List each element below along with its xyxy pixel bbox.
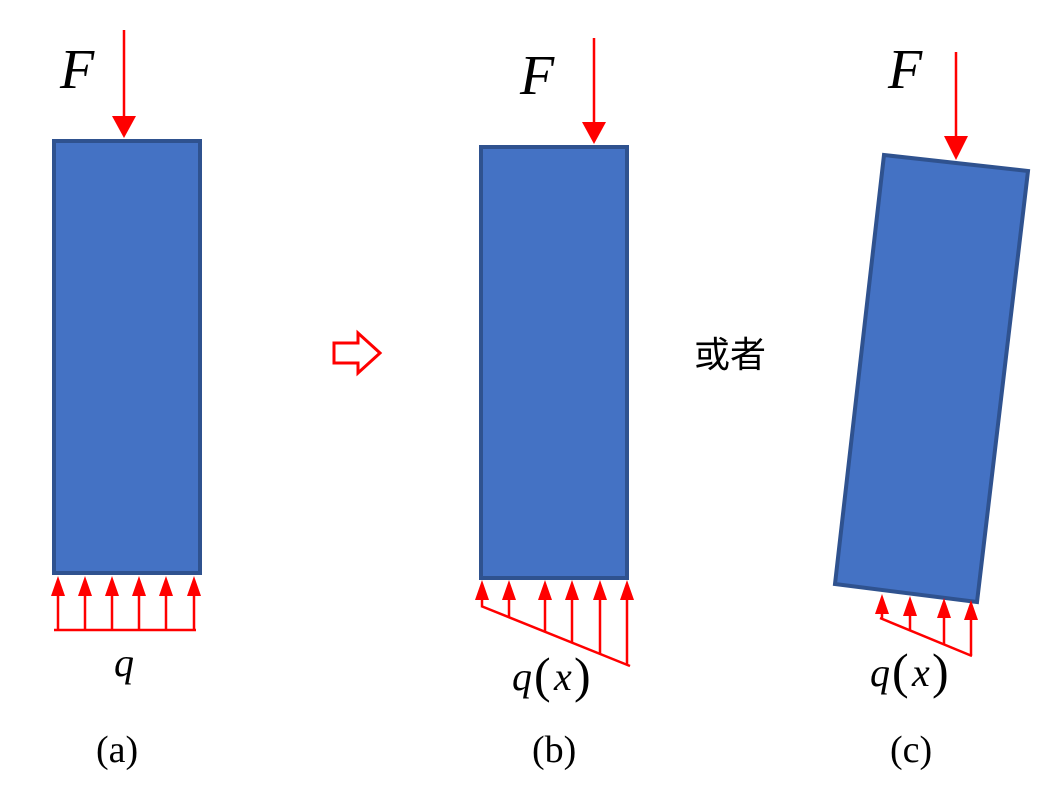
load-arrow-b2 [502,580,516,617]
load-label-a: q [114,640,134,685]
load-arrow-c1 [875,594,889,619]
caption-c: (c) [890,729,932,771]
linear-load-c [875,594,978,658]
load-arrow-a6 [187,576,201,630]
load-arrow-a1 [51,576,65,630]
load-label-b-q: q [512,654,532,699]
load-label-c-paren-open: ( [892,643,909,699]
load-arrow-c4 [964,600,978,655]
block-c [832,152,1031,605]
load-arrow-a4 [132,576,146,630]
load-arrow-c2 [903,596,917,630]
load-arrow-b1 [475,580,489,606]
load-label-b-paren-open: ( [534,647,551,703]
load-arrow-b5 [593,580,607,654]
force-label-a: F [59,39,95,101]
load-arrow-c3 [937,598,951,644]
block-b [479,145,629,580]
force-label-c: F [887,39,923,101]
load-label-b: q ( x ) [512,647,591,703]
load-label-c-x: x [911,650,930,695]
load-label-b-x: x [553,654,572,699]
load-arrow-a5 [159,576,173,630]
load-label-c-q: q [870,650,890,695]
load-label-c-paren-close: ) [932,643,949,699]
force-arrow-b [582,38,606,144]
load-arrow-a2 [78,576,92,630]
load-arrow-b4 [565,580,579,643]
force-arrow-a [112,30,136,138]
load-arrow-a3 [105,576,119,630]
force-arrow-c [944,52,968,160]
caption-b: (b) [532,729,576,771]
linear-load-b [475,580,634,668]
load-label-c: q ( x ) [870,643,949,699]
panel-a: F q (a) [51,30,202,771]
load-baseline-b [480,604,631,668]
load-baseline-c [879,616,973,658]
force-label-b: F [519,45,555,107]
connector-text: 或者 [694,335,766,376]
load-label-b-paren-close: ) [574,647,591,703]
panel-b: F q ( x ) (b) [475,38,634,771]
block-a [52,139,202,575]
hollow-right-arrow-icon [332,329,383,377]
panel-c: F q ( x ) (c) [832,39,1031,771]
load-arrow-b6 [620,580,634,665]
caption-a: (a) [96,729,138,771]
uniform-load-a [51,576,201,632]
load-arrow-b3 [538,580,552,632]
